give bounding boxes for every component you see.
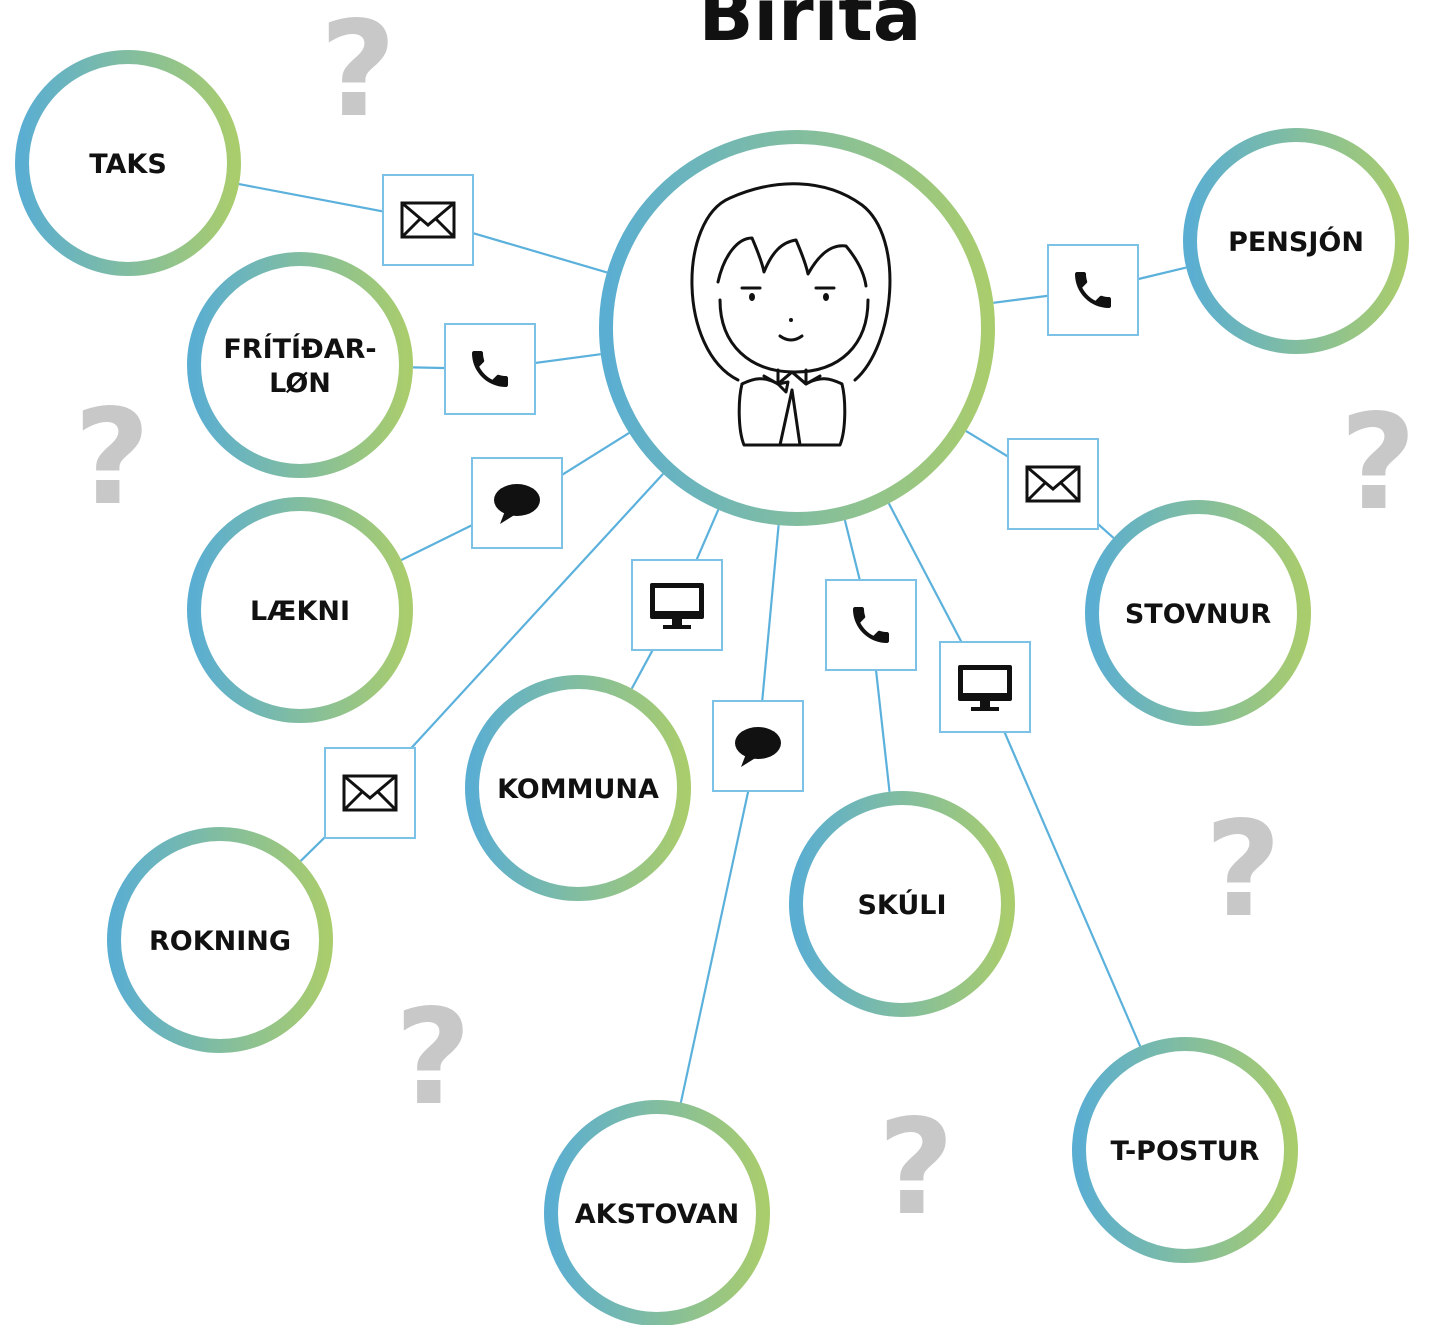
node-taks: TAKS: [15, 50, 241, 276]
channel-box-t-postur: [939, 641, 1031, 733]
mail-icon: [342, 774, 398, 812]
question-mark: ?: [1340, 386, 1417, 540]
node-label: AKSTOVAN: [575, 1199, 739, 1230]
node-ring: [789, 791, 1015, 1017]
node-fritidarlon: FRÍTÍÐAR-LØN: [187, 252, 413, 478]
question-mark: ?: [74, 381, 151, 535]
center-ring: [599, 130, 995, 526]
question-mark: ?: [320, 0, 397, 147]
channel-box-skuli: [825, 579, 917, 671]
node-label: SKÚLI: [857, 889, 946, 921]
node-ring: [15, 50, 241, 276]
node-rokning: ROKNING: [107, 827, 333, 1053]
channel-box-frame: [444, 323, 536, 415]
node-label: ROKNING: [149, 926, 291, 957]
channel-box-frame: [1047, 244, 1139, 336]
node-ring: [187, 497, 413, 723]
node-ring: [544, 1100, 770, 1325]
node-t-postur: T-POSTUR: [1072, 1037, 1298, 1263]
channel-box-laekni: [471, 457, 563, 549]
channel-box-frame: [631, 559, 723, 651]
center-person: [599, 130, 995, 526]
node-label: TAKS: [89, 149, 167, 180]
node-akstovan: AKSTOVAN: [544, 1100, 770, 1325]
node-stovnur: STOVNUR: [1085, 500, 1311, 726]
node-label: PENSJÓN: [1228, 226, 1364, 258]
node-label: LØN: [269, 368, 331, 399]
node-ring: [1072, 1037, 1298, 1263]
node-ring: [1183, 128, 1409, 354]
question-mark: ?: [1205, 793, 1282, 947]
node-ring: [1085, 500, 1311, 726]
girl-avatar-icon: [690, 182, 892, 447]
channel-box-rokning: [324, 747, 416, 839]
node-label: FRÍTÍÐAR-: [223, 333, 376, 365]
channel-box-taks: [382, 174, 474, 266]
page-title: Birita: [699, 0, 922, 57]
node-ring: [465, 675, 691, 901]
question-mark: ?: [878, 1091, 955, 1245]
node-ring: [187, 252, 413, 478]
mail-icon: [1025, 465, 1081, 503]
node-label: T-POSTUR: [1111, 1136, 1260, 1167]
channel-box-frame: [825, 579, 917, 671]
node-skuli: SKÚLI: [789, 791, 1015, 1017]
channel-box-pensjon: [1047, 244, 1139, 336]
node-ring: [107, 827, 333, 1053]
node-pensjon: PENSJÓN: [1183, 128, 1409, 354]
channel-box-fritidarlon: [444, 323, 536, 415]
node-label: KOMMUNA: [497, 774, 659, 805]
channel-box-kommuna: [631, 559, 723, 651]
channel-box-akstovan: [712, 700, 804, 792]
node-label: STOVNUR: [1125, 599, 1272, 630]
node-label: LÆKNI: [250, 596, 350, 627]
question-mark: ?: [395, 981, 472, 1135]
mail-icon: [400, 201, 456, 239]
node-kommuna: KOMMUNA: [465, 675, 691, 901]
channel-box-stovnur: [1007, 438, 1099, 530]
node-laekni: LÆKNI: [187, 497, 413, 723]
